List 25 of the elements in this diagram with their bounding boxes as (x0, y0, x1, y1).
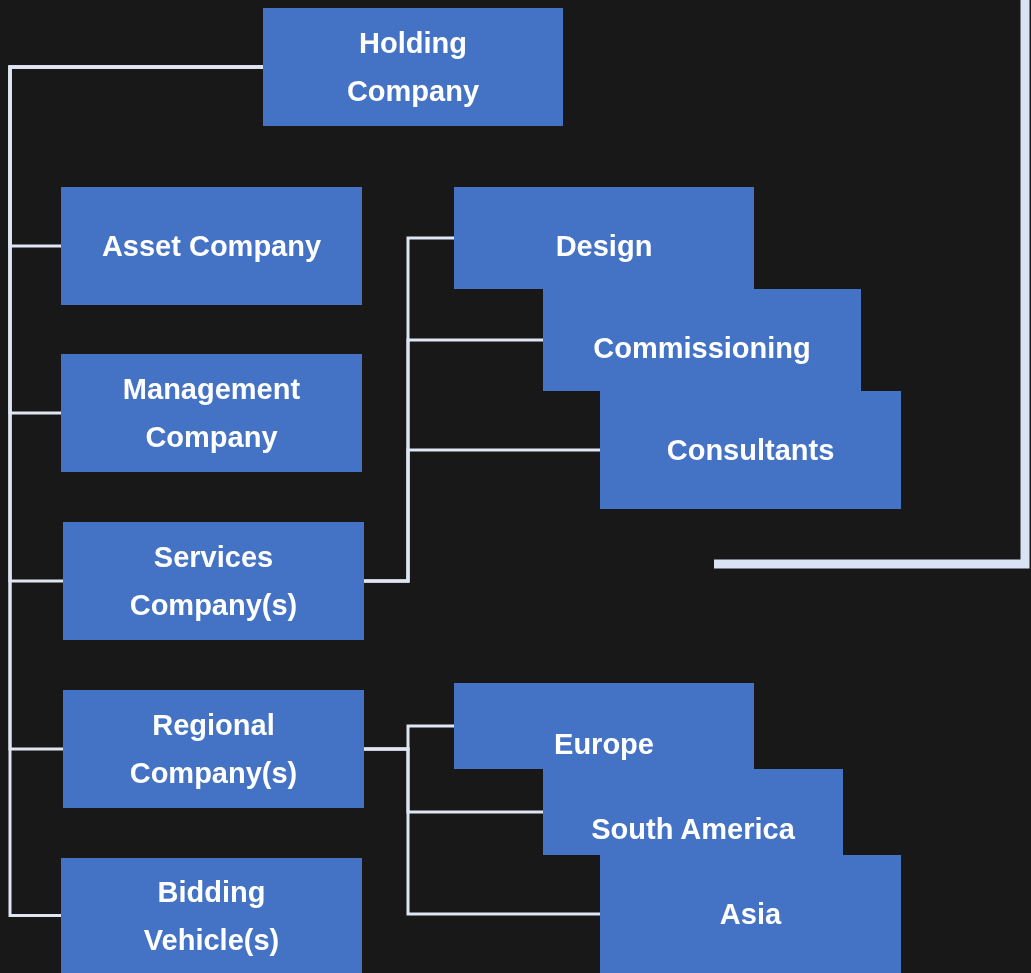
org-box (61, 354, 362, 472)
node-label: Commissioning (593, 331, 811, 366)
connector-line (8, 65, 263, 917)
org-box (263, 8, 563, 126)
node-label: Design (555, 229, 653, 264)
node-label: Regional Company(s) (128, 708, 299, 791)
node-label: Asset Company (101, 229, 322, 264)
node-label: South America (591, 812, 795, 847)
org-box (454, 187, 754, 289)
org-box (63, 522, 364, 640)
connector-line (364, 747, 600, 916)
org-box (63, 690, 364, 808)
org-box (600, 855, 901, 973)
node-label: Asia (719, 897, 782, 932)
org-box (600, 391, 901, 509)
connector-line (364, 448, 600, 583)
org-box (61, 187, 362, 305)
node-label: Consultants (666, 433, 835, 468)
node-label: Management Company (121, 372, 302, 455)
node-label: Holding Company (345, 26, 481, 109)
node-label: Europe (554, 727, 654, 762)
org-box (61, 858, 362, 973)
node-label: Services Company(s) (128, 540, 299, 623)
node-label: Bidding Vehicle(s) (142, 874, 281, 958)
org-box (454, 683, 754, 769)
